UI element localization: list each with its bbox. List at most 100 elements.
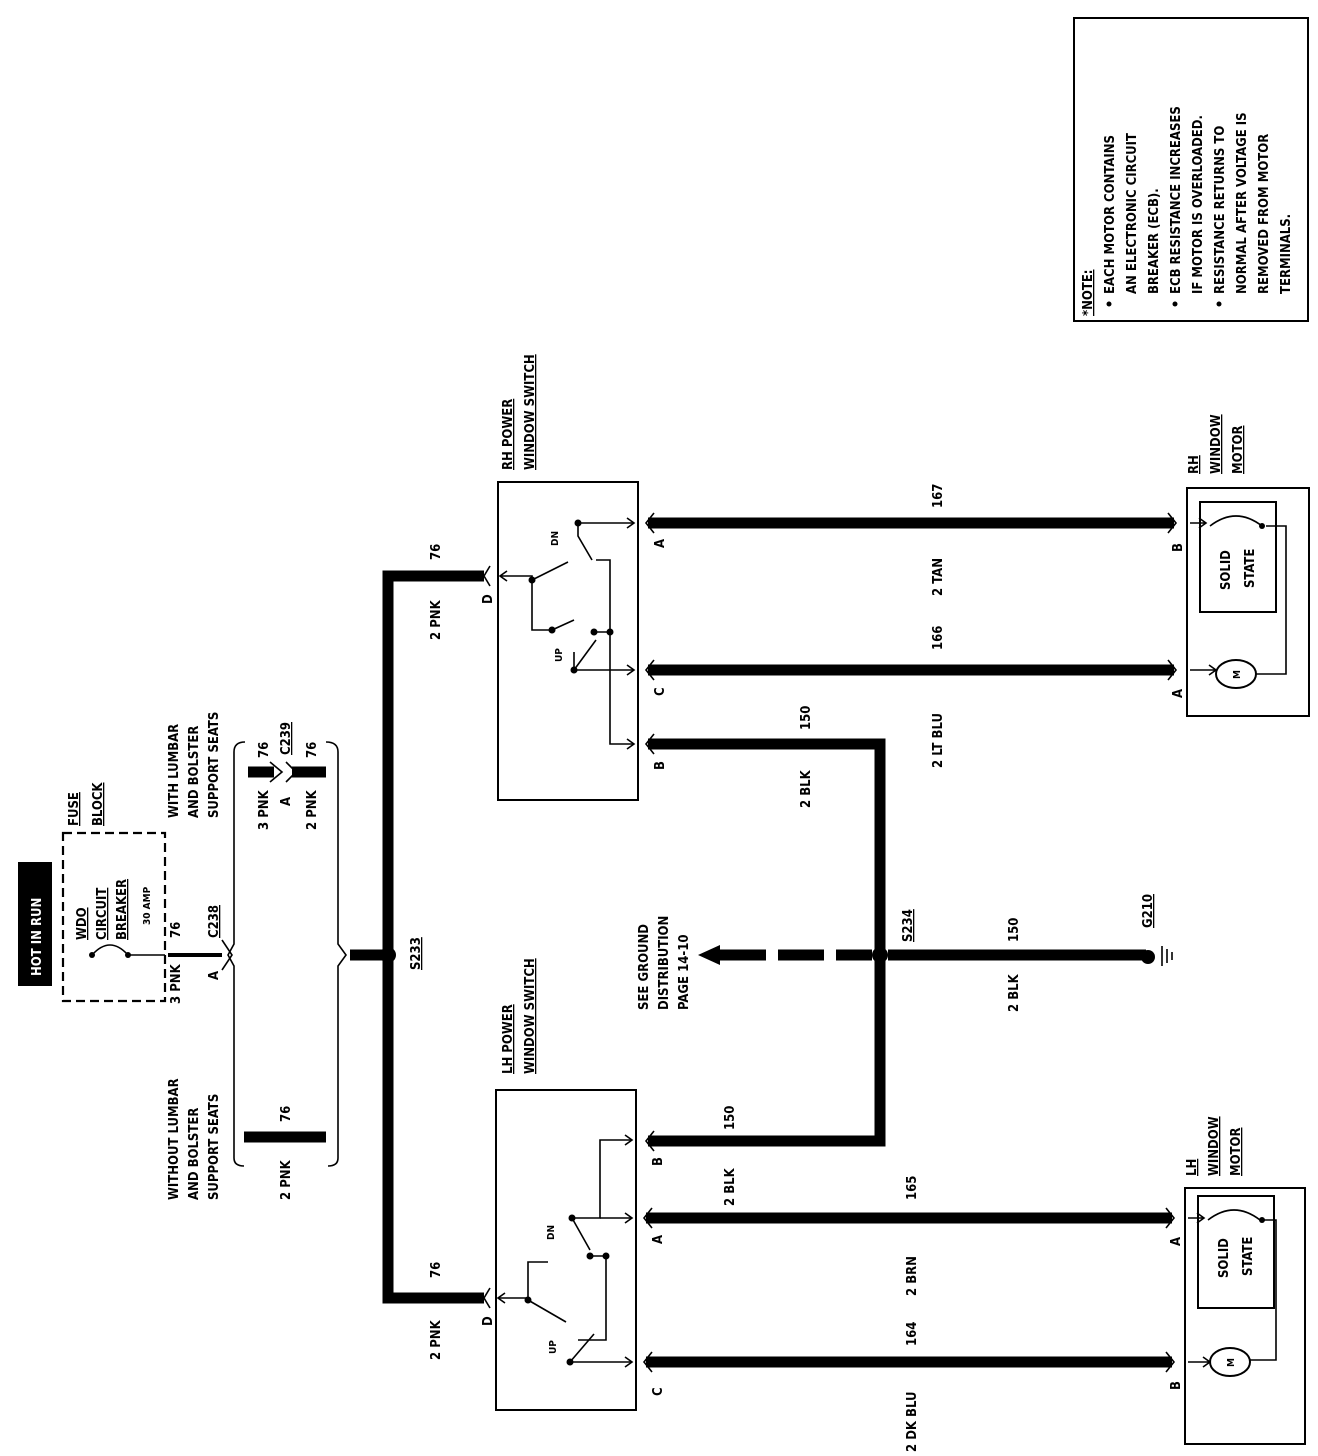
lh-feed-wire-label: 2 PNK — [429, 1319, 444, 1360]
lh-motor-m: M — [1226, 1358, 1237, 1367]
lh-term-c: C — [651, 1387, 666, 1396]
rh-motor-title-2: WINDOW — [1209, 414, 1224, 474]
lh-dn-label: DN — [546, 1225, 557, 1240]
s233-label: S233 — [409, 937, 424, 970]
c239-circ-in: 76 — [257, 742, 272, 758]
right-brace — [325, 741, 347, 1167]
fuse-block-label: FUSE — [67, 792, 82, 826]
note-bullet-1 — [1106, 301, 1112, 307]
lh-term-a: A — [651, 1235, 666, 1244]
note-bullet-3 — [1216, 301, 1222, 307]
lh-c-arrow — [624, 1356, 634, 1368]
rh-feed-wire-label: 2 PNK — [429, 599, 444, 640]
breaker-label-2: CIRCUIT — [95, 888, 110, 940]
lh-solid-state-box — [1197, 1195, 1275, 1309]
lh-switch-title-1: LH POWER — [501, 1004, 516, 1074]
without-lumbar-label-1: WITHOUT LUMBAR — [167, 1078, 182, 1200]
rh-wire-a-label: 2 TAN — [931, 558, 946, 596]
without-wire-label: 2 PNK — [279, 1159, 294, 1200]
g210-terminal — [1141, 950, 1155, 964]
s233-splice — [380, 947, 396, 963]
rh-a-arrow — [626, 517, 636, 529]
rh-dn-label: DN — [550, 531, 561, 546]
rh-solid-state-box — [1199, 501, 1277, 613]
without-lumbar-label-2: AND BOLSTER — [187, 1108, 202, 1200]
rh-wire-b-connector — [644, 733, 655, 755]
lh-motor-b-connector — [1165, 1351, 1176, 1373]
lh-term-b: B — [651, 1157, 666, 1166]
c239-connector — [269, 761, 284, 783]
lh-motor-b-arrow — [1188, 1356, 1212, 1368]
c238-connector — [221, 939, 233, 971]
ground-distribution-arrow — [698, 945, 720, 965]
blk-ground-wire — [648, 738, 886, 1147]
c239-wire-out-label: 2 PNK — [305, 789, 320, 830]
rh-term-c: C — [653, 687, 668, 696]
with-lumbar-label-3: SUPPORT SEATS — [207, 712, 222, 818]
rh-dn-blade — [577, 523, 593, 561]
breaker-symbol — [91, 944, 129, 956]
rh-term-d: D — [481, 594, 496, 604]
note-b2-l1: ECB RESISTANCE INCREASES — [1169, 106, 1184, 294]
lh-motor-box — [1184, 1187, 1306, 1445]
without-lumbar-label-3: SUPPORT SEATS — [207, 1094, 222, 1200]
lh-d-arrow — [496, 1292, 506, 1304]
lh-motor-title-2: WINDOW — [1207, 1116, 1222, 1176]
rh-motor-a-arrow — [1190, 664, 1218, 676]
fuse-block-label-2: BLOCK — [91, 782, 106, 826]
rh-wire-c-label: 2 LT BLU — [931, 713, 946, 768]
lh-wire-c-label: 2 DK BLU — [905, 1392, 920, 1452]
rh-ecb-symbol — [1209, 515, 1263, 527]
c238-label: C238 — [207, 905, 222, 938]
note-box — [1073, 17, 1309, 322]
rh-wire-b-label: 2 BLK — [799, 769, 814, 808]
rh-b-arrow — [626, 738, 636, 750]
rh-wire-a-connector — [644, 512, 655, 534]
left-brace — [227, 741, 246, 1167]
lh-ecb-symbol — [1207, 1209, 1261, 1221]
lh-wire-b-circuit: 150 — [723, 1106, 738, 1130]
rh-motor-term-b: B — [1171, 543, 1186, 552]
lh-switch-box — [495, 1089, 637, 1411]
rh-wire-c-circuit: 166 — [931, 626, 946, 650]
lh-motor-return — [1250, 1219, 1277, 1361]
see-ground-3: PAGE 14-10 — [677, 935, 692, 1011]
ground-wire-label: 2 BLK — [1007, 973, 1022, 1012]
rh-switch-box — [497, 481, 639, 801]
rh-ecb-node — [1259, 523, 1265, 529]
rh-switch-title-1: RH POWER — [501, 399, 516, 470]
lh-wire-b-connector — [644, 1130, 655, 1152]
lh-motor-title-1: LH — [1185, 1159, 1200, 1176]
rh-motor-title-1: RH — [1187, 455, 1202, 474]
lh-internal-d — [498, 1261, 548, 1299]
feed-circuit: 76 — [169, 922, 184, 938]
rh-feed-circuit: 76 — [429, 544, 444, 560]
lh-wire-b-label: 2 BLK — [723, 1167, 738, 1206]
lh-internal-link — [578, 1255, 607, 1341]
rh-motor-a-connector — [1167, 659, 1178, 681]
pnk-bus-wire — [382, 570, 484, 1304]
lh-a-arrow — [624, 1212, 634, 1224]
note-b3-l1: RESISTANCE RETURNS TO — [1213, 126, 1228, 294]
s234-label: S234 — [901, 909, 916, 942]
rh-wire-b-circuit: 150 — [799, 706, 814, 730]
note-b3-l2: NORMAL AFTER VOLTAGE IS — [1235, 112, 1250, 294]
lh-term-d: D — [481, 1316, 496, 1326]
ground-circuit: 150 — [1007, 918, 1022, 942]
rh-motor-b-arrow — [1190, 517, 1208, 529]
c239-wire-in-label: 3 PNK — [257, 789, 272, 830]
lh-wire-c-connector — [642, 1351, 653, 1373]
lh-up-label: UP — [548, 1340, 559, 1354]
rh-d-arrow — [498, 570, 512, 582]
lh-feed-circuit: 76 — [429, 1262, 444, 1278]
lh-wire-a-circuit: 165 — [905, 1176, 920, 1200]
lh-wire-c-circuit: 164 — [905, 1322, 920, 1346]
g210-label: G210 — [1141, 894, 1156, 928]
c239-label: C239 — [279, 722, 294, 755]
rh-term-a: A — [653, 539, 668, 548]
lh-lead-b — [572, 1139, 632, 1219]
rh-wire-c-connector — [644, 659, 655, 681]
lh-motor-a-arrow — [1188, 1212, 1206, 1224]
rh-up-blade — [573, 639, 597, 671]
rh-internal-d — [512, 575, 552, 631]
